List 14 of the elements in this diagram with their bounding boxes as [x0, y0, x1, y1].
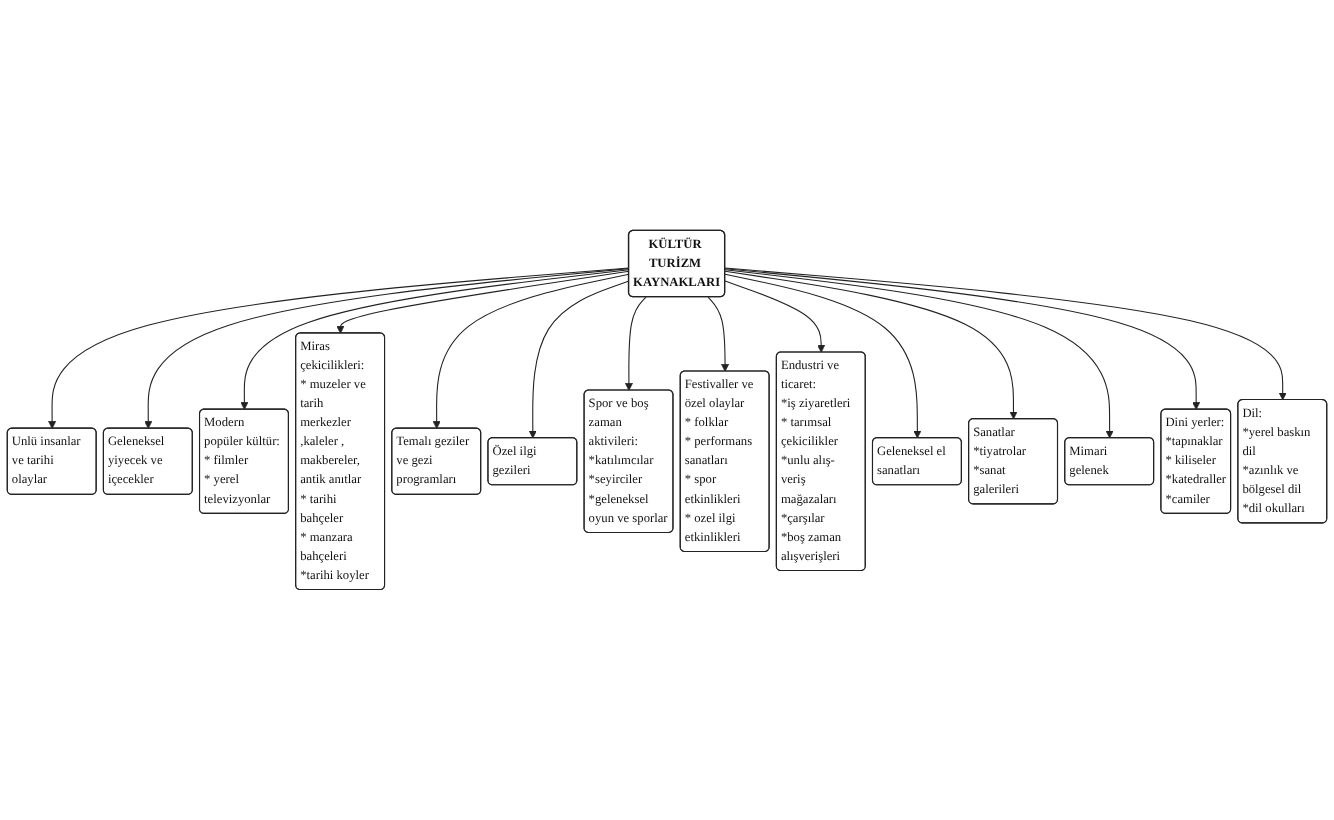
arrow — [336, 270, 630, 334]
arrow — [724, 270, 1018, 420]
arrow — [724, 280, 826, 353]
arrow — [144, 268, 630, 429]
arrow — [48, 267, 630, 429]
arrow — [707, 296, 730, 372]
arrow — [724, 267, 1287, 401]
arrow — [724, 268, 1201, 410]
arrow — [432, 273, 630, 429]
arrow — [724, 273, 922, 439]
arrow — [240, 269, 630, 410]
arrow — [724, 269, 1114, 439]
arrow — [624, 296, 647, 391]
arrow — [528, 280, 630, 439]
